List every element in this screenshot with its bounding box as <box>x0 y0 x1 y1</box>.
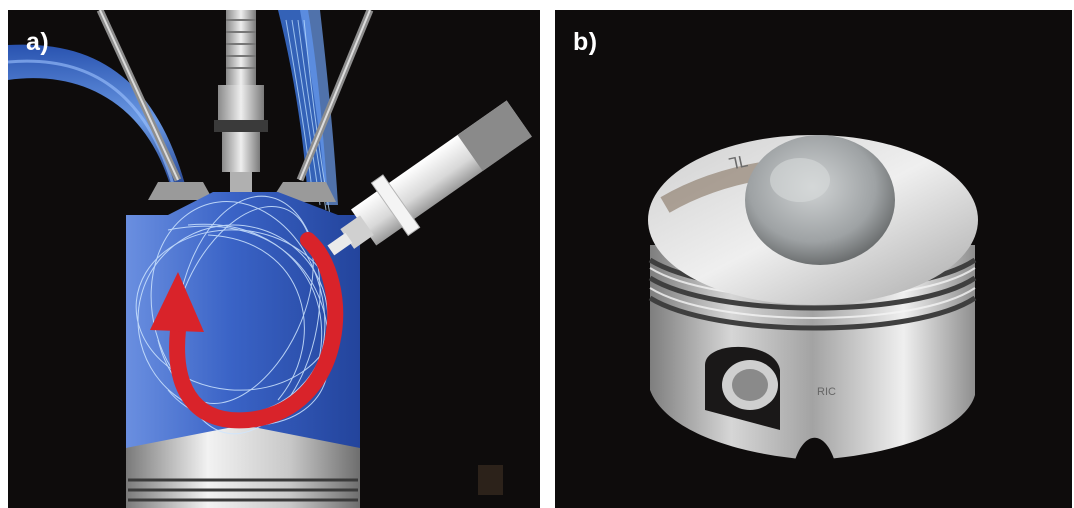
panel-b-piston-photo: ᒣᒪ RIC b) <box>555 10 1072 508</box>
svg-text:RIC: RIC <box>817 386 836 398</box>
panel-a-cylinder-illustration: a) <box>8 10 540 508</box>
panel-label-b: b) <box>573 28 598 57</box>
panel-label-a: a) <box>26 28 49 57</box>
cylinder-illustration <box>8 10 540 508</box>
piston-photo: ᒣᒪ RIC <box>555 10 1072 508</box>
